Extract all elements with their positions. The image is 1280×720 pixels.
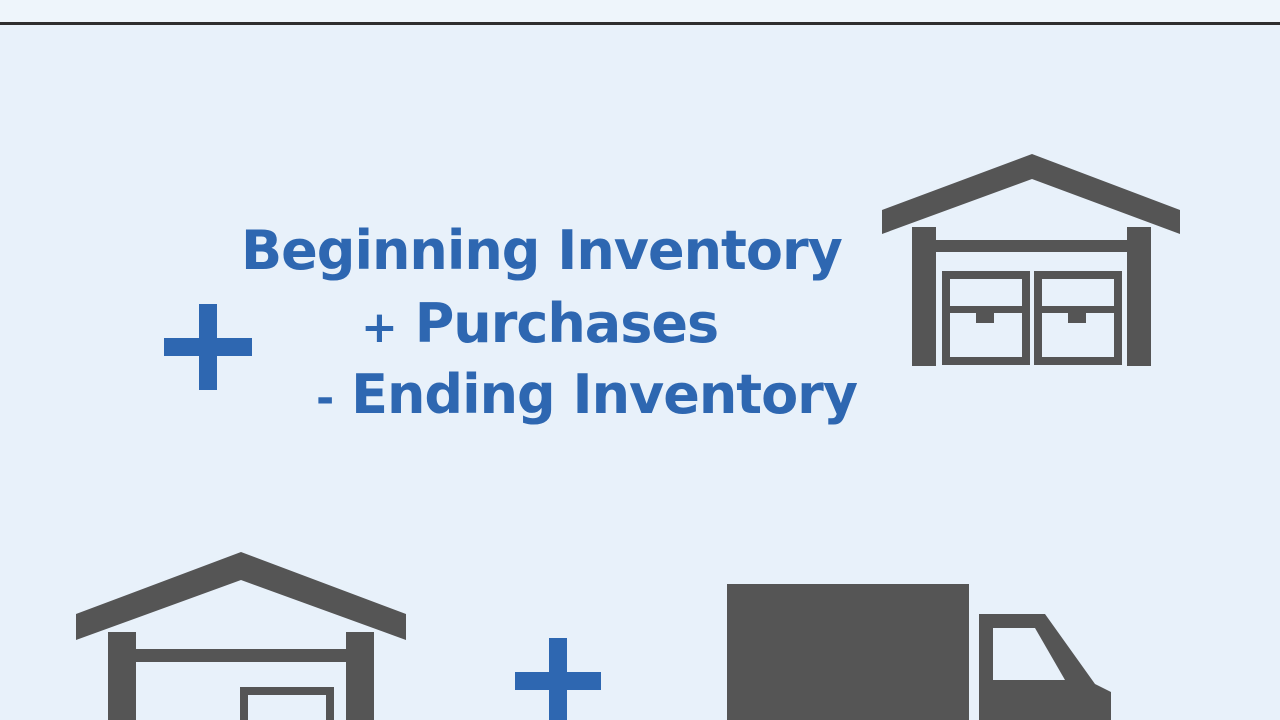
warehouse-icon [882,154,1180,366]
delivery-truck-icon [727,584,1111,720]
header-band [0,0,1280,23]
formula-purchases-line: + Purchases [361,297,719,353]
plus-icon [515,638,601,720]
formula-minus-operator: - [316,373,334,424]
header-divider [0,22,1280,25]
formula-purchases: Purchases [414,292,719,355]
formula-ending-inventory-line: - Ending Inventory [316,368,858,424]
plus-icon [164,304,252,390]
formula-ending-inventory: Ending Inventory [351,363,858,426]
formula-plus-operator: + [361,302,398,353]
warehouse-icon [76,552,406,720]
formula-beginning-inventory: Beginning Inventory [241,219,843,282]
